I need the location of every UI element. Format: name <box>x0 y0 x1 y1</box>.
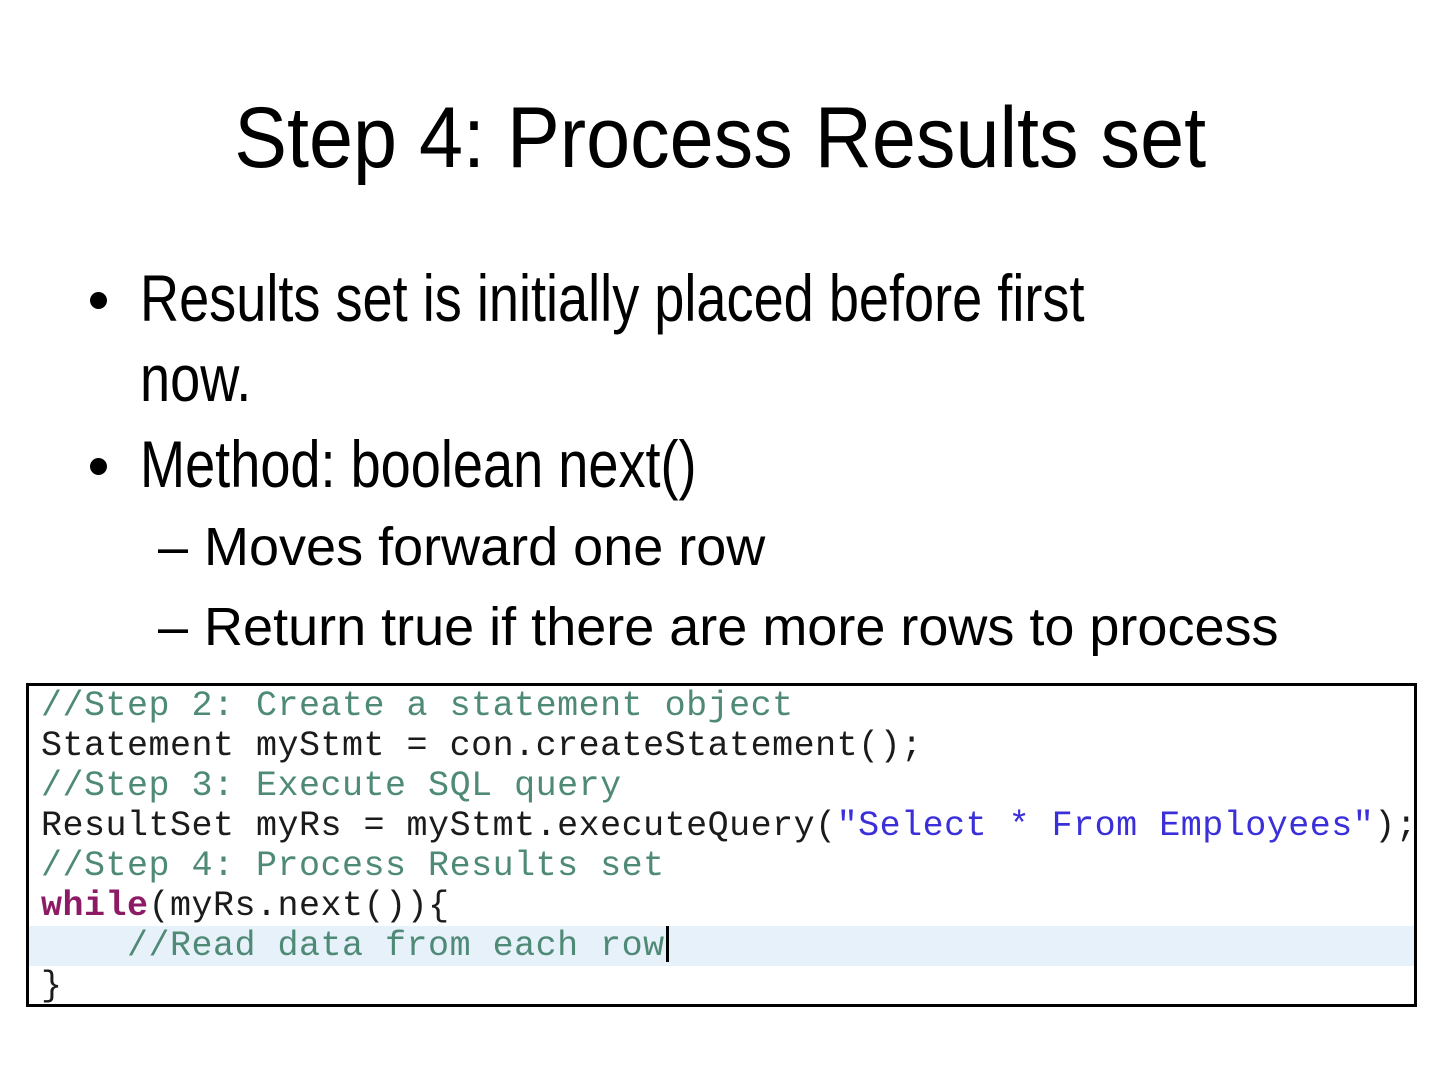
code-line: ResultSet myRs = myStmt.executeQuery("Se… <box>29 806 1414 846</box>
code-line: //Step 4: Process Results set <box>29 846 1414 886</box>
code-segment-plain: (myRs.next()){ <box>148 886 450 926</box>
code-segment-plain: } <box>41 966 63 1006</box>
code-segment-comment: //Step 4: Process Results set <box>41 846 665 886</box>
code-segment-plain: ); <box>1374 806 1417 846</box>
code-segment-comment: //Step 3: Execute SQL query <box>41 766 622 806</box>
code-segment-keyword: while <box>41 886 149 926</box>
code-line: } <box>29 966 1414 1006</box>
code-line: while(myRs.next()){ <box>29 886 1414 926</box>
sub-bullet-text: Return true if there are more rows to pr… <box>204 597 1279 657</box>
code-line: //Step 3: Execute SQL query <box>29 766 1414 806</box>
code-segment-plain: Statement myStmt = con.createStatement()… <box>41 726 923 766</box>
bullet-icon <box>90 292 107 309</box>
code-line: Statement myStmt = con.createStatement()… <box>29 726 1414 766</box>
code-segment-comment: //Step 2: Create a statement object <box>41 686 794 726</box>
bullet-text-line: Results set is initially placed before f… <box>140 261 1085 335</box>
code-line-current: //Read data from each row <box>29 926 1414 966</box>
sub-bullet-text: Moves forward one row <box>204 517 766 577</box>
code-line: //Step 2: Create a statement object <box>29 686 1414 726</box>
slide-title: Step 4: Process Results set <box>0 88 1440 188</box>
sub-bullet: –Return true if there are more rows to p… <box>158 592 1278 662</box>
code-segment-comment: //Read data from each row <box>41 926 665 966</box>
code-segment-string: "Select * From Employees" <box>836 806 1375 846</box>
slide-title-text: Step 4: Process Results set <box>234 90 1206 186</box>
bullet-text-line: now. <box>140 341 252 415</box>
sub-bullet: –Moves forward one row <box>158 512 765 582</box>
code-segment-plain: ResultSet myRs = myStmt.executeQuery( <box>41 806 837 846</box>
text-cursor-icon <box>665 926 669 962</box>
dash-icon: – <box>158 597 189 657</box>
bullet-text-line: Method: boolean next() <box>140 427 697 501</box>
dash-icon: – <box>158 517 189 577</box>
bullet-icon <box>90 458 107 475</box>
